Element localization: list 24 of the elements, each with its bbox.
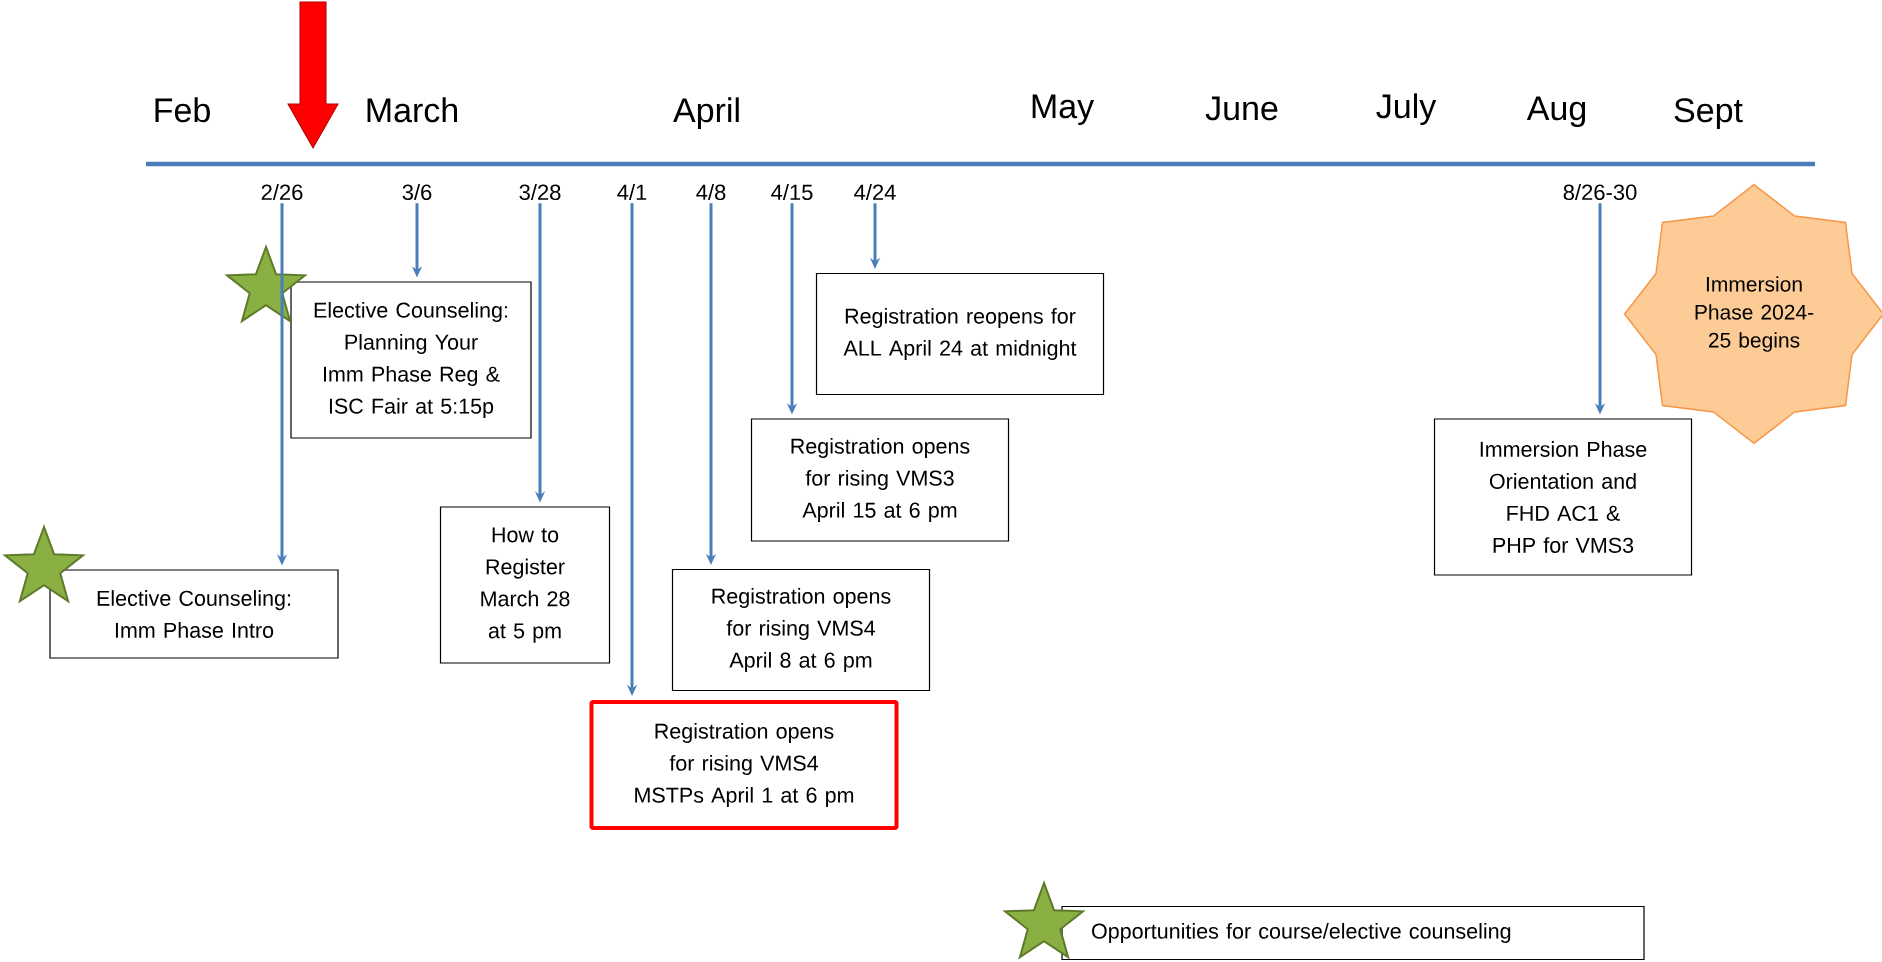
date-label: 4/24 <box>854 183 896 201</box>
event-box: Elective Counseling: Imm Phase Intro <box>49 569 339 659</box>
month-label: Sept <box>1674 98 1743 130</box>
legend-box: Opportunities for course/elective counseling <box>1061 905 1645 961</box>
event-box: Immersion Phase Orientation and FHD AC1 & PHP for VMS3 <box>1433 418 1693 576</box>
month-label: July <box>1376 93 1437 126</box>
date-label: 3/6 <box>402 183 432 201</box>
date-label: 2/26 <box>261 183 303 201</box>
month-label: Feb <box>155 97 210 123</box>
month-label: April <box>673 97 739 130</box>
event-box: How to Register March 28 at 5 pm <box>439 506 611 664</box>
event-box: Registration opens for rising VMS4 April 8 at 6 pm <box>671 568 931 692</box>
date-label: 3/28 <box>519 183 561 201</box>
month-label: June <box>1205 96 1278 121</box>
highlighted-event-box: Registration opens for rising VMS4 MSTPs April 1 at 6 pm <box>589 700 899 830</box>
month-label: Aug <box>1526 96 1586 128</box>
date-label: 4/8 <box>696 183 726 201</box>
date-label: 4/1 <box>617 183 647 201</box>
event-box: Registration reopens for ALL April 24 at midnight <box>815 272 1105 396</box>
month-label: March <box>367 97 458 123</box>
month-label: May <box>1032 94 1095 126</box>
event-box: Registration opens for rising VMS3 April 15 at 6 pm <box>750 418 1010 542</box>
event-box: Elective Counseling: Planning Your Imm Phase Reg & ISC Fair at 5:15p <box>290 281 532 439</box>
date-label: 4/15 <box>771 183 813 201</box>
